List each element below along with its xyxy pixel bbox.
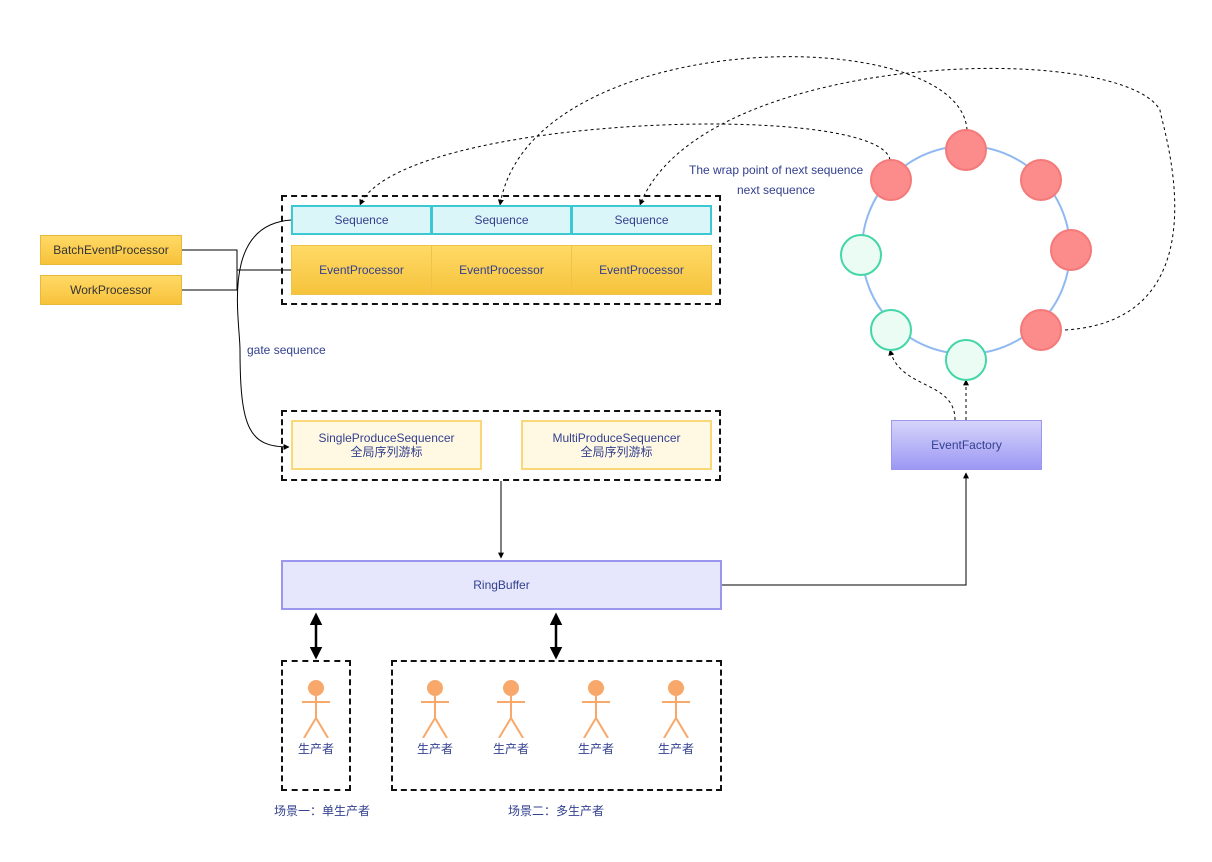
sequence-label: Sequence (474, 213, 529, 227)
single-producer-group (281, 660, 351, 791)
multi-producer-group (391, 660, 722, 791)
person-icon (497, 680, 525, 739)
producer-label: 生产者 (297, 742, 334, 756)
sequence-label: Sequence (334, 213, 389, 227)
producer-label: 生产者 (492, 742, 529, 756)
work-processor[interactable]: WorkProcessor (40, 275, 182, 305)
sequence-1[interactable]: Sequence (291, 205, 432, 235)
empty-slot-6 (840, 234, 882, 276)
ring-slots (840, 129, 1092, 381)
next-sequence-label: next sequence (737, 183, 816, 197)
scenario-single-label: 场景一：单生产者 (274, 804, 371, 818)
event-factory[interactable]: EventFactory (891, 420, 1042, 470)
event-processor-2[interactable]: EventProcessor (431, 245, 572, 295)
batch-event-processor-label: BatchEventProcessor (53, 243, 169, 257)
single-sequencer-name: SingleProduceSequencer (318, 431, 455, 445)
single-produce-sequencer[interactable]: SingleProduceSequencer 全局序列游标 (291, 420, 482, 470)
event-processor-3[interactable]: EventProcessor (571, 245, 712, 295)
consumer-group (281, 195, 721, 305)
ring-buffer[interactable]: RingBuffer (281, 560, 722, 610)
multi-produce-sequencer[interactable]: MultiProduceSequencer 全局序列游标 (521, 420, 712, 470)
producer-actor: 生产者 (410, 680, 460, 760)
sequence-2[interactable]: Sequence (431, 205, 572, 235)
event-processor-label: EventProcessor (319, 263, 404, 277)
multi-sequencer-sub: 全局序列游标 (580, 445, 653, 459)
next-sequence-dotted-arrow (497, 56, 968, 206)
batch-event-processor[interactable]: BatchEventProcessor (40, 235, 182, 265)
event-processor-label: EventProcessor (599, 263, 684, 277)
cursor-dotted-arrow (639, 67, 1176, 331)
batch-processor-connector (182, 249, 238, 291)
event-processor-label: EventProcessor (459, 263, 544, 277)
factory-to-slot-arrow-1 (888, 349, 956, 421)
work-processor-label: WorkProcessor (70, 283, 152, 297)
producer-actor: 生产者 (291, 680, 341, 760)
producer-label: 生产者 (657, 742, 694, 756)
producer-actor: 生产者 (571, 680, 621, 760)
empty-slot-4 (945, 339, 987, 381)
filled-slot-7 (870, 159, 912, 201)
filled-slot-2 (1050, 229, 1092, 271)
person-icon (421, 680, 449, 739)
filled-slot-1 (1020, 159, 1062, 201)
scenario-multi-label: 场景二：多生产者 (508, 804, 605, 818)
producer-actor: 生产者 (651, 680, 701, 760)
gate-sequence-arrow (236, 219, 292, 450)
producer-label: 生产者 (416, 742, 453, 756)
ringbuffer-to-eventfactory-arrow (722, 472, 969, 586)
multi-sequencer-name: MultiProduceSequencer (552, 431, 681, 445)
event-factory-label: EventFactory (931, 438, 1002, 452)
filled-slot-3 (1020, 309, 1062, 351)
single-sequencer-sub: 全局序列游标 (350, 445, 423, 459)
person-icon (302, 680, 330, 739)
event-processor-1[interactable]: EventProcessor (291, 245, 432, 295)
person-icon (662, 680, 690, 739)
ring-buffer-label: RingBuffer (473, 578, 530, 592)
producer-label: 生产者 (577, 742, 614, 756)
sequence-label: Sequence (614, 213, 669, 227)
wrap-point-label: The wrap point of next sequence (689, 163, 864, 177)
sequencer-group (281, 410, 721, 481)
person-icon (582, 680, 610, 739)
wrap-point-dotted-arrow (359, 123, 891, 206)
gate-sequence-label: gate sequence (247, 343, 326, 357)
producer-actor: 生产者 (486, 680, 536, 760)
empty-slot-5 (870, 309, 912, 351)
filled-slot-0 (945, 129, 987, 171)
sequence-3[interactable]: Sequence (571, 205, 712, 235)
